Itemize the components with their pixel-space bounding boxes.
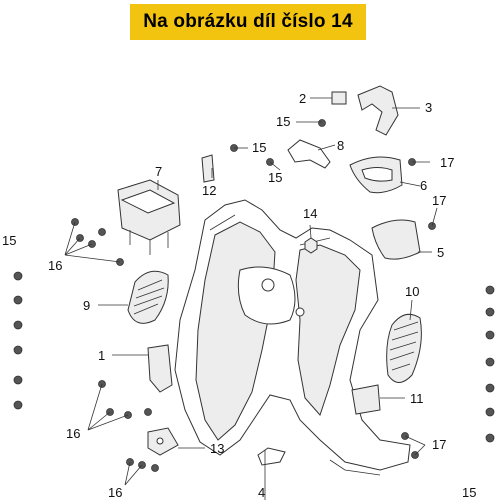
label-3: 3 (425, 100, 432, 115)
label-5: 5 (437, 245, 444, 260)
bracket-part-13 (147, 427, 179, 456)
label-17-top: 17 (440, 155, 454, 170)
clip-part-12 (201, 154, 215, 183)
label-13: 13 (210, 441, 224, 456)
plate-part-11 (351, 384, 381, 415)
screws-left-column (13, 271, 23, 410)
label-2: 2 (299, 91, 306, 106)
cover-part-5 (371, 219, 421, 260)
screws-group-16-lower (124, 458, 159, 486)
bracket-box-part-7 (117, 179, 181, 255)
label-15-mid: 15 (268, 170, 282, 185)
label-16-upper: 16 (48, 258, 62, 273)
part-labels: 2 3 15 15 8 7 12 15 17 6 17 14 5 15 16 9… (2, 91, 476, 500)
bracket-part-3 (357, 85, 399, 136)
title-banner: Na obrázku díl číslo 14 (130, 4, 366, 40)
label-14: 14 (303, 206, 317, 221)
label-17-bottom: 17 (432, 437, 446, 452)
grille-part-10 (386, 313, 422, 383)
label-15-bracket: 15 (276, 114, 290, 129)
label-9: 9 (83, 298, 90, 313)
screws-group-16-middle (87, 380, 152, 431)
grille-part-9 (127, 270, 169, 324)
clip-part-2 (331, 91, 347, 105)
label-6: 6 (420, 178, 427, 193)
label-15-left: 15 (2, 233, 16, 248)
label-11: 11 (410, 391, 424, 406)
bracket-part-1 (147, 344, 173, 393)
label-17-mid: 17 (432, 193, 446, 208)
title-text: Na obrázku díl číslo 14 (143, 11, 353, 32)
label-16-lower: 16 (108, 485, 122, 500)
label-8: 8 (337, 138, 344, 153)
label-12: 12 (202, 183, 216, 198)
inner-shield-part-4 (174, 199, 411, 476)
screws-right-column (485, 285, 495, 443)
label-7: 7 (155, 164, 162, 179)
nut-part-14 (304, 237, 318, 254)
cover-part-6 (349, 156, 403, 194)
label-4: 4 (258, 485, 265, 500)
screws-group-16-upper (64, 218, 124, 266)
label-15-top: 15 (252, 140, 266, 155)
label-10: 10 (405, 284, 419, 299)
label-1: 1 (98, 348, 105, 363)
bracket-part-8 (287, 139, 331, 169)
label-15-right: 15 (462, 485, 476, 500)
label-16-middle: 16 (66, 426, 80, 441)
leader-lines (98, 97, 438, 500)
